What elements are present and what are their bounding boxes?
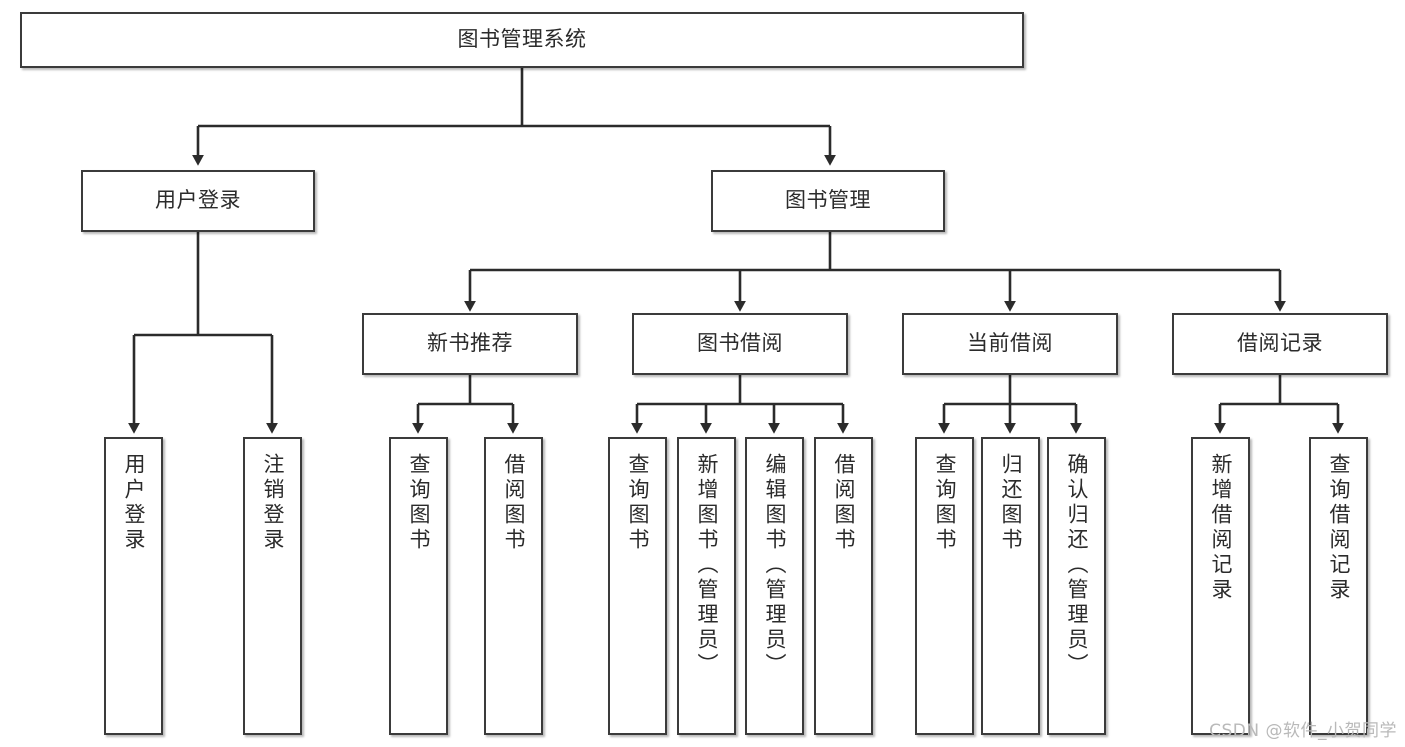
csdn-watermark: CSDN @软件_小贺同学 bbox=[1209, 721, 1397, 741]
node-leaf-confirm-return-label: 确认归还（管理员） bbox=[1065, 453, 1089, 678]
node-book-borrow[interactable]: 图书借阅 bbox=[632, 313, 848, 375]
node-leaf-borrow-book-1-label: 借阅图书 bbox=[502, 453, 526, 553]
node-leaf-return-book[interactable]: 归还图书 bbox=[981, 437, 1040, 735]
node-book-borrow-label: 图书借阅 bbox=[697, 331, 783, 356]
node-leaf-query-book-1-label: 查询图书 bbox=[407, 453, 431, 553]
node-book-management-label: 图书管理 bbox=[785, 188, 871, 213]
node-leaf-query-book-2[interactable]: 查询图书 bbox=[608, 437, 667, 735]
node-leaf-query-record[interactable]: 查询借阅记录 bbox=[1309, 437, 1368, 735]
node-leaf-query-record-label: 查询借阅记录 bbox=[1327, 453, 1351, 603]
node-leaf-edit-book[interactable]: 编辑图书（管理员） bbox=[745, 437, 804, 735]
node-book-management[interactable]: 图书管理 bbox=[711, 170, 945, 232]
node-leaf-add-book[interactable]: 新增图书（管理员） bbox=[677, 437, 736, 735]
node-root-label: 图书管理系统 bbox=[457, 27, 587, 52]
node-leaf-user-logout-label: 注销登录 bbox=[261, 453, 285, 553]
node-leaf-query-book-2-label: 查询图书 bbox=[626, 453, 650, 553]
node-leaf-borrow-book-1[interactable]: 借阅图书 bbox=[484, 437, 543, 735]
node-leaf-return-book-label: 归还图书 bbox=[999, 453, 1023, 553]
node-new-book-recommend[interactable]: 新书推荐 bbox=[362, 313, 578, 375]
node-leaf-query-book-3[interactable]: 查询图书 bbox=[915, 437, 974, 735]
node-leaf-borrow-book-2[interactable]: 借阅图书 bbox=[814, 437, 873, 735]
node-leaf-confirm-return[interactable]: 确认归还（管理员） bbox=[1047, 437, 1106, 735]
node-leaf-add-record-label: 新增借阅记录 bbox=[1209, 453, 1233, 603]
node-leaf-edit-book-label: 编辑图书（管理员） bbox=[763, 453, 787, 678]
node-leaf-borrow-book-2-label: 借阅图书 bbox=[832, 453, 856, 553]
node-leaf-user-login-label: 用户登录 bbox=[122, 453, 146, 553]
node-leaf-query-book-1[interactable]: 查询图书 bbox=[389, 437, 448, 735]
node-leaf-user-logout[interactable]: 注销登录 bbox=[243, 437, 302, 735]
node-leaf-add-record[interactable]: 新增借阅记录 bbox=[1191, 437, 1250, 735]
node-leaf-query-book-3-label: 查询图书 bbox=[933, 453, 957, 553]
node-borrow-records[interactable]: 借阅记录 bbox=[1172, 313, 1388, 375]
node-current-borrow-label: 当前借阅 bbox=[967, 331, 1053, 356]
node-borrow-records-label: 借阅记录 bbox=[1237, 331, 1323, 356]
node-user-login-label: 用户登录 bbox=[155, 188, 241, 213]
node-leaf-user-login[interactable]: 用户登录 bbox=[104, 437, 163, 735]
node-user-login[interactable]: 用户登录 bbox=[81, 170, 315, 232]
node-root[interactable]: 图书管理系统 bbox=[20, 12, 1024, 68]
node-leaf-add-book-label: 新增图书（管理员） bbox=[695, 453, 719, 678]
node-new-book-recommend-label: 新书推荐 bbox=[427, 331, 513, 356]
node-current-borrow[interactable]: 当前借阅 bbox=[902, 313, 1118, 375]
